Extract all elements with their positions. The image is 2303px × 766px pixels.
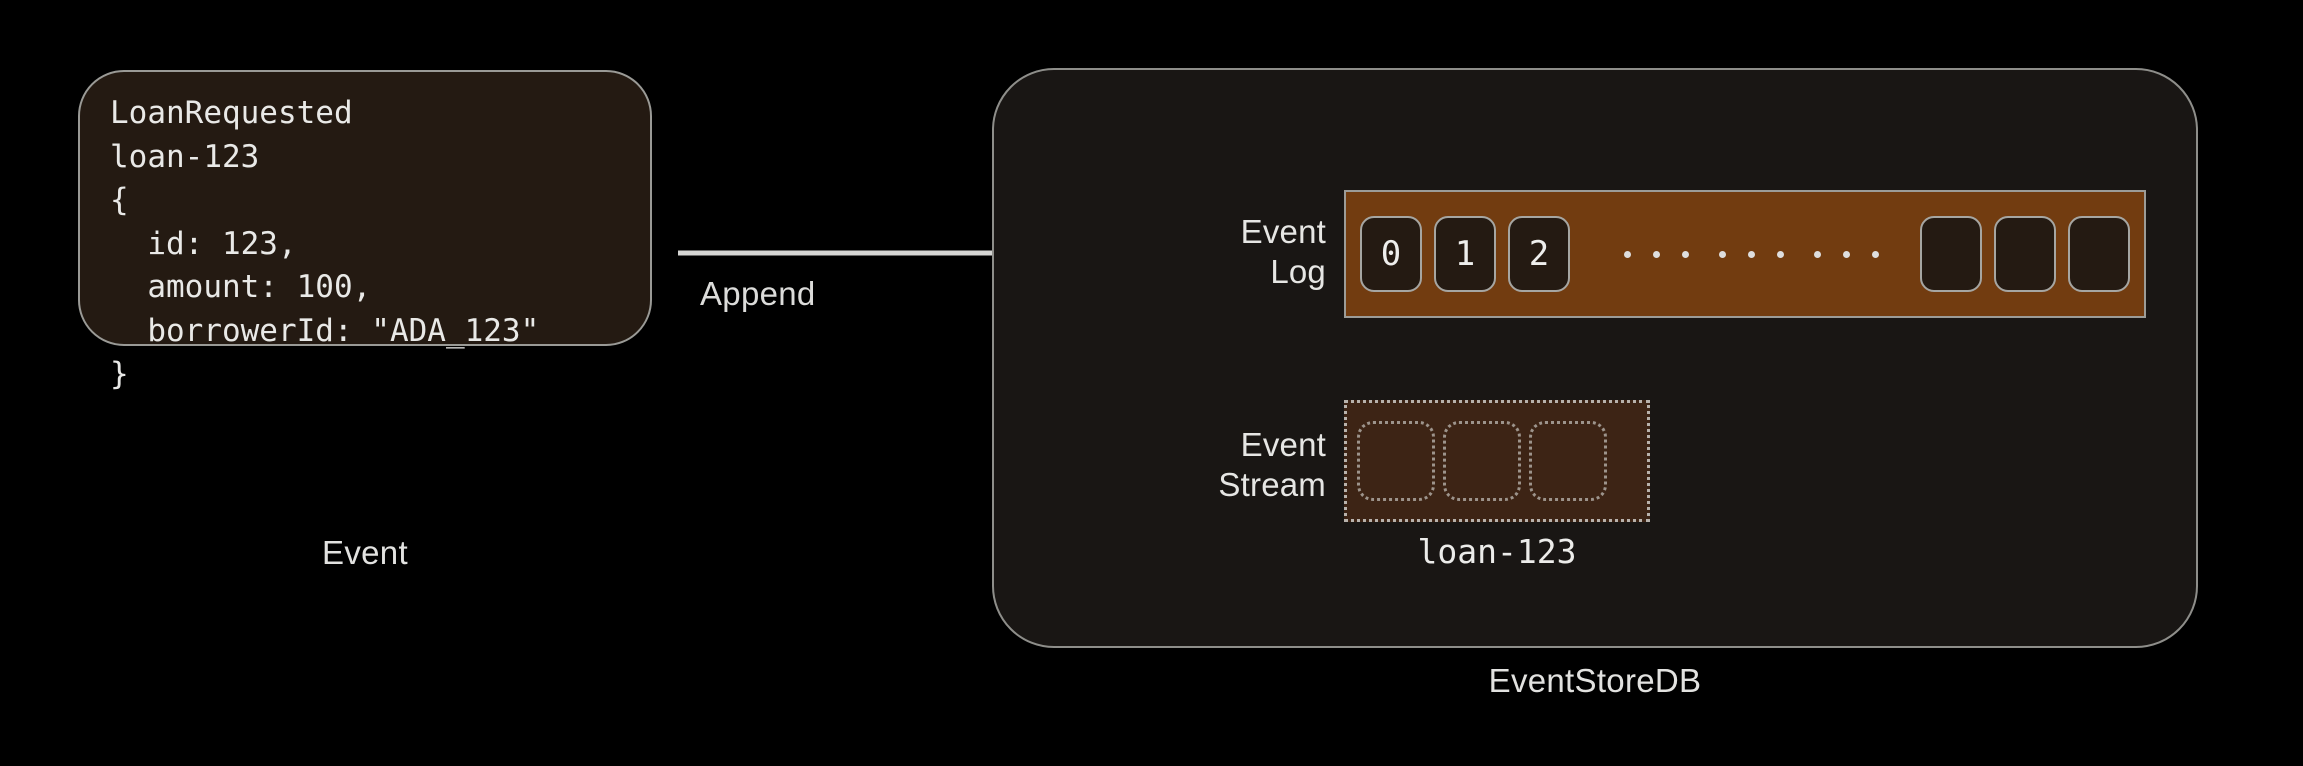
event-log-cell-empty bbox=[2068, 216, 2130, 292]
event-log-bar: 0 1 2 bbox=[1344, 190, 2146, 318]
event-card-caption: Event bbox=[322, 534, 408, 571]
event-log-cell: 0 bbox=[1360, 216, 1422, 292]
event-stream-caption: loan-123 bbox=[1417, 532, 1577, 571]
event-stream-cell bbox=[1443, 421, 1521, 501]
event-payload-code: LoanRequested loan-123 { id: 123, amount… bbox=[110, 95, 540, 392]
event-log-label-line1: Event bbox=[1240, 213, 1326, 250]
ellipsis-group bbox=[1813, 250, 1879, 258]
ellipsis-group bbox=[1623, 250, 1689, 258]
event-stream-box bbox=[1344, 400, 1650, 522]
append-label: Append bbox=[700, 275, 816, 312]
event-card: LoanRequested loan-123 { id: 123, amount… bbox=[78, 70, 652, 392]
event-log-label-line2: Log bbox=[1270, 253, 1326, 290]
event-log-cell-empty bbox=[1920, 216, 1982, 292]
event-stream-cell bbox=[1529, 421, 1607, 501]
event-log-ellipsis bbox=[1582, 250, 1920, 258]
event-stream-label: Event Stream bbox=[1090, 425, 1326, 505]
event-stream-cell bbox=[1357, 421, 1435, 501]
event-log-cell-empty bbox=[1994, 216, 2056, 292]
ellipsis-group bbox=[1718, 250, 1784, 258]
event-stream-label-line1: Event bbox=[1240, 426, 1326, 463]
event-log-cell: 2 bbox=[1508, 216, 1570, 292]
eventstoredb-caption: EventStoreDB bbox=[1488, 662, 1702, 699]
event-stream-label-line2: Stream bbox=[1218, 466, 1326, 503]
event-log-cell: 1 bbox=[1434, 216, 1496, 292]
eventstoredb-container bbox=[992, 68, 2198, 648]
event-log-label: Event Log bbox=[1100, 212, 1326, 292]
